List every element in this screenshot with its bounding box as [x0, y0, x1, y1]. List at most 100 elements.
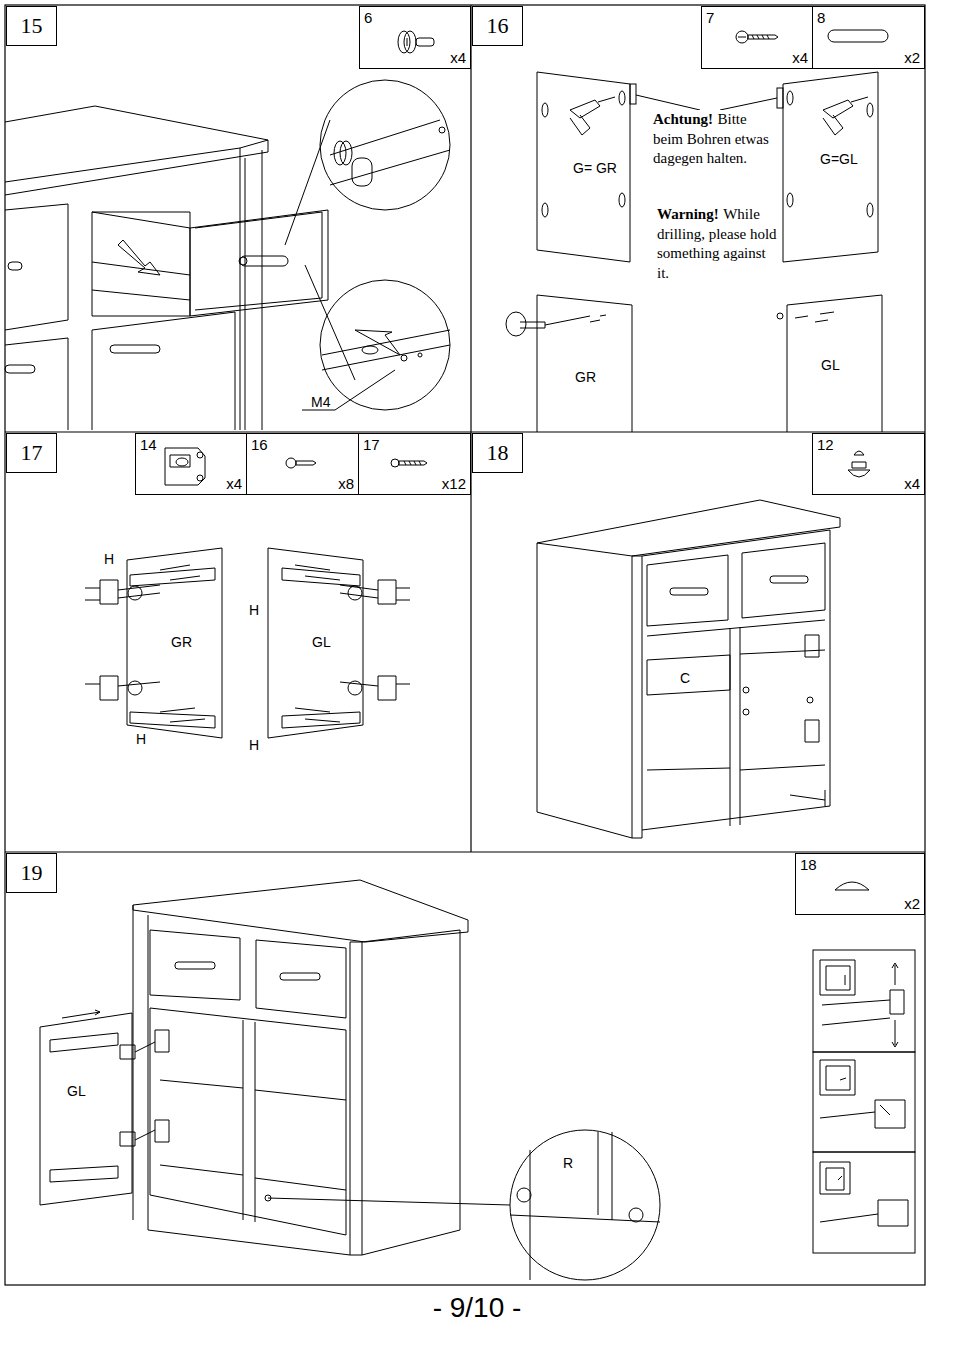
panel-label: GR: [171, 634, 192, 650]
part-callout-box: 16x8: [246, 433, 359, 495]
step-16-panels-part: [777, 313, 783, 319]
step-18-cabinet-part: [743, 709, 749, 715]
step-15-cabinet-part: [239, 257, 247, 265]
step-16-panels-part: [851, 97, 868, 102]
part-number: 8: [817, 9, 825, 26]
page-number: - 9/10 -: [433, 1292, 522, 1323]
thread-label-holder: M4: [311, 393, 330, 411]
part-letter-holder: H: [249, 601, 259, 619]
thread-label: M4: [311, 394, 330, 410]
step-15-cabinet-part: [195, 212, 322, 310]
step-16-panels-part: [542, 203, 548, 217]
part-icons-part: [854, 451, 864, 455]
step-number-box: 18: [472, 433, 523, 473]
part-letter: H: [104, 551, 114, 567]
step-15-cabinet-part: [320, 80, 450, 210]
step-19-cabinet-part: [820, 1162, 850, 1194]
part-number: 6: [364, 9, 372, 26]
part-number: 16: [251, 436, 268, 453]
step-16-panels-part: [570, 100, 600, 135]
part-quantity: x4: [792, 49, 808, 66]
step-15-cabinet-part: [320, 280, 450, 410]
step-16-panels-part: [520, 322, 545, 328]
step-15-cabinet-part: [110, 345, 160, 353]
panel-label: G= GR: [573, 160, 617, 176]
page-grid: [5, 5, 925, 1285]
step-16-panels-part: [506, 312, 526, 336]
step-19-cabinet-part: [120, 1030, 169, 1146]
step-15-cabinet-part: [92, 212, 190, 300]
step-16-panels-part: [787, 295, 882, 432]
step-19-cabinet-part: [820, 1200, 908, 1226]
panel-label-holder: GL: [67, 1082, 86, 1100]
warning-heading: Achtung!: [653, 111, 713, 127]
step-15-cabinet-part: [322, 330, 450, 370]
step-15-cabinet-part: [5, 312, 235, 430]
step-number-box: 16: [472, 6, 523, 46]
step-16-panels-part: [545, 318, 580, 325]
part-icons-part: [165, 448, 205, 485]
part-number: 14: [140, 436, 157, 453]
step-17-doors-part: [130, 568, 215, 728]
page-grid-part: [5, 851, 925, 852]
step-number: 15: [21, 13, 43, 39]
step-15-cabinet-part: [240, 148, 262, 430]
step-17-doors-part: [118, 585, 378, 686]
panel-label: GL: [312, 634, 331, 650]
part-callout-box: 8x2: [812, 6, 925, 69]
step-16-panels-part: [783, 72, 878, 262]
step-19-cabinet-part: [510, 1132, 660, 1280]
step-19-cabinet-part: [820, 1100, 905, 1128]
part-callout-box: 12 x4: [812, 433, 925, 495]
step-15-cabinet-part: [355, 330, 400, 355]
step-18-cabinet-part: [647, 543, 825, 626]
part-icons-part: [738, 37, 746, 38]
step-19-cabinet-part: [150, 1195, 346, 1235]
step-19-cabinet-part: [517, 1188, 531, 1202]
step-19-cabinet-part: [629, 1208, 643, 1222]
step-15-cabinet-part: [302, 370, 395, 410]
part-icons-part: [736, 31, 748, 43]
part-icons-part: [176, 458, 188, 466]
panel-label: G=GL: [820, 151, 858, 167]
step-17-doors-part: [268, 548, 363, 738]
part-number: 12: [817, 436, 834, 453]
panel-label-holder: C: [680, 669, 690, 687]
page-grid-part: [470, 5, 471, 852]
step-16-panels-part: [580, 315, 606, 322]
step-19-cabinet-part: [813, 1052, 915, 1152]
step-16-panels-part: [636, 95, 777, 110]
part-icons-part: [416, 38, 434, 46]
part-icons-part: [748, 35, 778, 39]
step-15-cabinet-part: [5, 204, 68, 330]
step-18-cabinet-part: [805, 635, 819, 742]
part-letter-holder: H: [136, 730, 146, 748]
step-16-panels-part: [867, 103, 873, 117]
part-quantity: x4: [904, 475, 920, 492]
panel-label-holder: GL: [312, 633, 331, 651]
panel-label-holder: GR: [171, 633, 192, 651]
step-19-cabinet-part: [268, 1198, 510, 1205]
step-15-cabinet-part: [439, 127, 445, 133]
step-number-box: 19: [6, 853, 57, 893]
step-18-cabinet-part: [647, 650, 825, 770]
panel-label: GR: [575, 369, 596, 385]
part-icons-part: [407, 38, 408, 46]
step-18-cabinet-part: [807, 697, 813, 703]
part-number: 7: [706, 9, 714, 26]
warning-heading: Warning!: [657, 206, 719, 222]
step-number: 19: [21, 860, 43, 886]
page-grid-part: [5, 5, 925, 1285]
step-16-panels-part: [787, 91, 793, 105]
part-callout-box: 6x4: [359, 6, 471, 69]
step-16-panels-part: [630, 84, 636, 104]
part-quantity: x2: [904, 895, 920, 912]
step-19-cabinet-part: [265, 1195, 271, 1201]
step-15-cabinet-part: [5, 106, 268, 195]
step-19-cabinet-part: [50, 1033, 118, 1182]
step-15-cabinet-part: [92, 212, 190, 316]
step-16-panels: [506, 72, 882, 432]
part-letter: H: [249, 737, 259, 753]
step-16-panels-part: [619, 91, 625, 105]
